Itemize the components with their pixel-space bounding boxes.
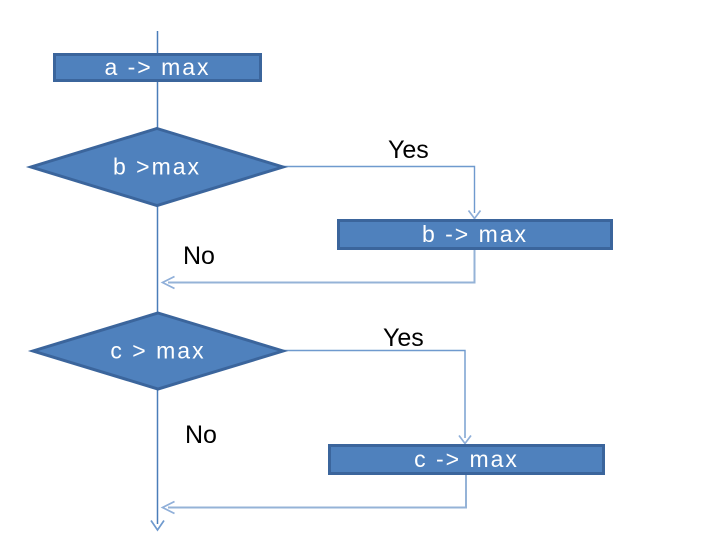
flow-end-arrow-icon: [150, 520, 165, 532]
edge-b-return-arrow-icon: [160, 275, 175, 290]
process-assign-c: c -> max: [328, 444, 605, 475]
edge-label-c-yes: Yes: [383, 324, 424, 352]
process-assign-a: a -> max: [53, 53, 262, 82]
decision-b-label: b >max: [112, 153, 202, 180]
decision-c-label: c > max: [110, 337, 206, 364]
edge-b-return-line: [168, 250, 476, 284]
edge-c-yes-arrow-icon: [458, 434, 472, 445]
edge-c-return-arrow-icon: [160, 500, 175, 515]
edge-label-b-yes: Yes: [388, 136, 429, 164]
edge-b-yes-line: [283, 165, 476, 213]
edge-label-b-no: No: [183, 242, 215, 270]
edge-c-yes-line: [283, 349, 466, 438]
edge-b-yes-arrow-icon: [467, 209, 482, 220]
decision-c-shape: [27, 311, 289, 391]
edge-label-c-no: No: [185, 421, 217, 449]
process-assign-b: b -> max: [337, 219, 613, 250]
edge-c-return-line: [168, 475, 467, 509]
decision-b-shape: [25, 126, 289, 208]
